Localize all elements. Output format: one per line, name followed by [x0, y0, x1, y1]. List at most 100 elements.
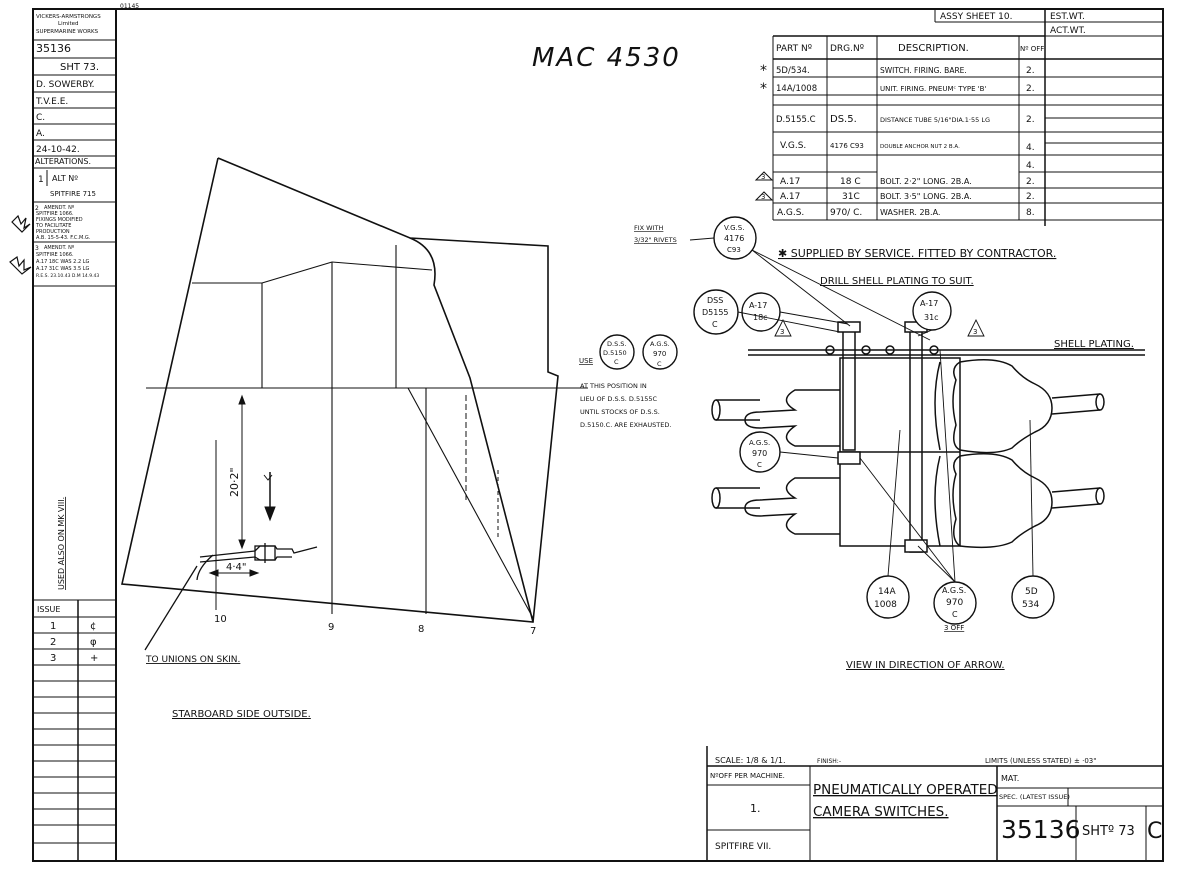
checked-by: C. — [36, 113, 45, 123]
balloon-a17-18-2: 18c — [753, 313, 768, 322]
balloon-text: V.G.S. 4176 C93 DSS D5155 C A-17 18c A-1… — [603, 224, 1039, 619]
row2-part: 14A/1008 — [776, 84, 817, 94]
issue-label: ISSUE — [37, 605, 60, 614]
balloon-vgs-2: 4176 — [724, 234, 744, 243]
row3-drg: DS.5. — [830, 114, 857, 125]
row4-qty: 4. — [1026, 143, 1035, 153]
balloon-dss-3: C — [712, 320, 718, 329]
balloon-ags-bottom-2: 970 — [946, 598, 963, 608]
alt3-line-1: AMENDT. Nº — [44, 245, 75, 251]
used-also-note: USED ALSO ON MK VIII. — [57, 497, 66, 590]
shell-plating-note: SHELL PLATING. — [1054, 339, 1134, 350]
alterations-label: ALTERATIONS. — [35, 157, 91, 166]
row6-part: A.17 — [780, 177, 800, 187]
balloon-ags-bottom-1: A.G.S. — [942, 586, 966, 595]
row8-drg: 970/ C. — [830, 208, 862, 218]
row1-part: 5D/534. — [776, 66, 810, 76]
row8-desc: WASHER. 2B.A. — [880, 208, 940, 217]
no-off-value: 1. — [750, 802, 761, 815]
drawing-title-line-2: CAMERA SWITCHES. — [813, 804, 949, 820]
row6-qty: 2. — [1026, 177, 1035, 187]
triangle-mark-right: 3 — [973, 328, 977, 336]
aircraft: SPITFIRE VII. — [715, 842, 771, 852]
dimension-vertical: 20·2" — [228, 467, 241, 497]
alt2-number: 2 — [35, 205, 39, 212]
alt1-line-1: ALT Nº — [52, 174, 78, 183]
col-drg-no: DRG.Nº — [830, 44, 864, 54]
balloon-a17-31-1: A-17 — [920, 299, 938, 308]
row1-mark: * — [760, 63, 767, 79]
row7-qty: 2. — [1026, 192, 1035, 202]
balloon-14a-1: 14A — [878, 587, 896, 597]
balloon-ags-use-1: A.G.S. — [650, 340, 670, 348]
starboard-side-note: STARBOARD SIDE OUTSIDE. — [172, 709, 311, 720]
at-position-line-2: LIEU OF D.S.S. D.5155C — [580, 395, 658, 403]
strip-date: 24-10-42. — [36, 145, 80, 155]
row7-drg: 31C — [842, 192, 860, 202]
balloon-dss5150-3: C — [614, 358, 619, 366]
row6-desc: BOLT. 2·2" LONG. 2B.A. — [880, 177, 972, 186]
traced-by: T.V.E.E. — [35, 97, 68, 107]
parts-table-text: ASSY SHEET 10. EST.WT. ACT.WT. PART Nº D… — [760, 12, 1086, 218]
approved-by: A. — [36, 129, 45, 139]
fix-with-line-2: 3/32" RIVETS — [634, 236, 677, 244]
alt3-number: 3 — [35, 245, 39, 252]
balloon-ags-use-3: C — [657, 360, 662, 368]
frame-number-10: 10 — [214, 614, 227, 625]
col-description: DESCRIPTION. — [898, 43, 969, 54]
alt3-line-5: R.E.S. 23.10.43 D.M 14.9.43 — [36, 273, 99, 279]
row3-part: D.5155.C — [776, 115, 816, 125]
switch-assembly — [711, 321, 1145, 553]
balloon-vgs-1: V.G.S. — [724, 224, 744, 232]
panel-switch — [144, 543, 318, 651]
balloon-dss-1: DSS — [707, 296, 723, 305]
row1-desc: SWITCH. FIRING. BARE. — [880, 66, 967, 75]
title-issue-letter: C — [1147, 819, 1162, 844]
issue-3: 3 — [50, 653, 56, 664]
at-position-line-4: D.5150.C. ARE EXHAUSTED. — [580, 421, 671, 429]
alt1-number: 1 — [38, 175, 44, 185]
left-strip-text: VICKERS-ARMSTRONGS Limited SUPERMARINE W… — [35, 14, 101, 664]
alt3-line-3: A.17 18C WAS 2.2 LG — [36, 259, 89, 265]
balloons — [599, 216, 1055, 625]
drawing-title-line-1: PNEUMATICALLY OPERATED — [813, 782, 998, 798]
issue-1: 1 — [50, 621, 56, 632]
view-direction-note: VIEW IN DIRECTION OF ARROW. — [846, 660, 1005, 671]
issue-2-mark: φ — [90, 637, 97, 648]
title-block-grid — [706, 746, 1163, 861]
act-weight: ACT.WT. — [1050, 26, 1086, 36]
company-line-1: VICKERS-ARMSTRONGS — [36, 14, 101, 20]
at-position-line-1: AT THIS POSITION IN — [580, 382, 647, 390]
row7-part: A.17 — [780, 192, 800, 202]
three-off-note: 3 OFF — [944, 624, 964, 632]
company-line-2: Limited — [58, 21, 79, 27]
to-unions-note: TO UNIONS ON SKIN. — [145, 655, 240, 665]
balloon-dss5150-1: D.S.S. — [607, 340, 626, 348]
balloon-ags-side-1: A.G.S. — [749, 439, 770, 447]
finish: FINISH:- — [817, 758, 841, 765]
row7-mark: 3 — [761, 193, 765, 201]
balloon-dss5150-2: D.5150 — [603, 349, 627, 357]
supplied-note: ✱ SUPPLIED BY SERVICE. FITTED BY CONTRAC… — [778, 247, 1056, 260]
row1-qty: 2. — [1026, 66, 1035, 76]
balloon-ags-side-3: C — [757, 461, 762, 469]
drawing-border — [32, 8, 1164, 862]
left-strip — [33, 9, 117, 861]
row4-part: V.G.S. — [780, 141, 806, 151]
assy-sheet: ASSY SHEET 10. — [940, 12, 1012, 22]
issue-1-mark: ¢ — [90, 621, 96, 632]
drill-note: DRILL SHELL PLATING TO SUIT. — [820, 276, 974, 287]
alt2-line-5: PRODUCTION — [36, 229, 70, 235]
row2-mark: * — [760, 81, 767, 97]
balloon-a17-31-2: 31c — [924, 313, 939, 322]
row2-qty: 2. — [1026, 84, 1035, 94]
balloon-a17-18-1: A-17 — [749, 301, 767, 310]
alt2-line-6: A.B. 15-5-43. F.C.M.G. — [36, 235, 91, 241]
row3-desc: DISTANCE TUBE 5/16"DIA.1·55 LG — [880, 116, 990, 124]
balloon-ags-bottom-3: C — [952, 610, 958, 619]
use-note: USE — [579, 357, 593, 365]
col-no-off: Nº OFF — [1020, 45, 1044, 53]
alt2-line-2: SPITFIRE 1066. — [36, 211, 74, 217]
drawn-by: D. SOWERBY. — [36, 80, 95, 90]
